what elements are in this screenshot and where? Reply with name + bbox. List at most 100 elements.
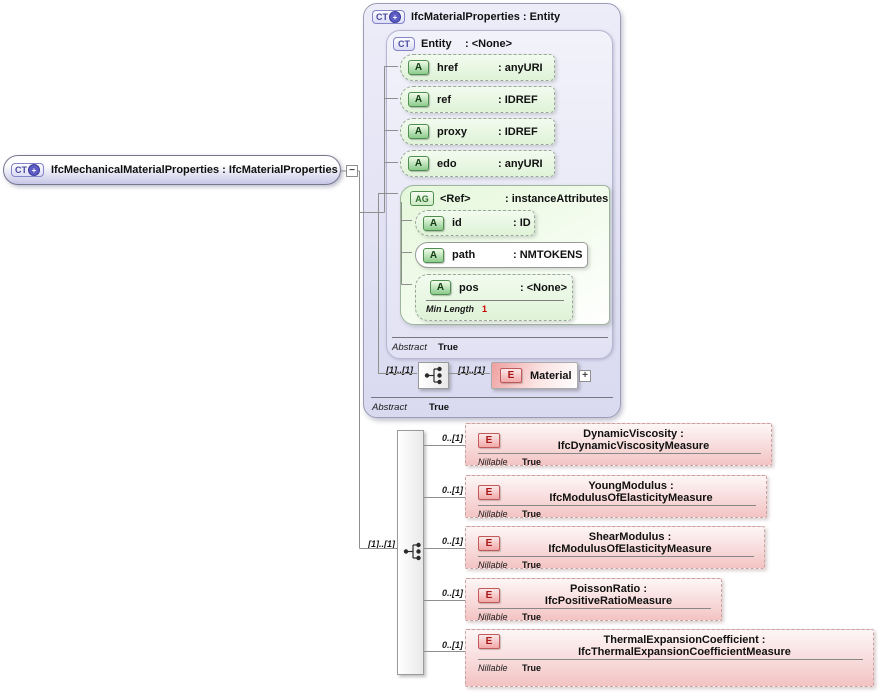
cardinality-label: 0..[1] bbox=[441, 433, 463, 443]
cardinality-label: [1]..[1] bbox=[386, 365, 413, 375]
attribute-badge-icon: A bbox=[408, 124, 429, 139]
cardinality-label: 0..[1] bbox=[441, 536, 463, 546]
attribute-type: : <None> bbox=[520, 281, 568, 294]
attribute-name: href bbox=[437, 61, 458, 74]
root-complextype-box[interactable]: CT + IfcMechanicalMaterialProperties : I… bbox=[3, 155, 341, 185]
plus-badge-icon: + bbox=[28, 164, 40, 176]
group-name: <Ref> bbox=[440, 192, 471, 205]
attribute-box-href[interactable]: A href : anyURI bbox=[400, 54, 555, 81]
expand-icon[interactable]: + bbox=[579, 370, 591, 382]
nillable-value: True bbox=[522, 560, 542, 570]
entity-footer-separator bbox=[392, 337, 608, 338]
attribute-box-proxy[interactable]: A proxy : IDREF bbox=[400, 118, 555, 145]
attribute-badge-icon: A bbox=[408, 60, 429, 75]
badge-label: CT bbox=[15, 165, 27, 175]
attribute-name: edo bbox=[437, 157, 457, 170]
cardinality-label: 0..[1] bbox=[441, 588, 463, 598]
attribute-name: path bbox=[452, 249, 476, 261]
element-box-dynamicviscosity[interactable]: E DynamicViscosity : IfcDynamicViscosity… bbox=[465, 423, 772, 467]
attribute-type: : anyURI bbox=[498, 157, 543, 170]
badge-label: CT bbox=[376, 12, 388, 22]
attribute-group-box[interactable]: AG <Ref> : instanceAttributes A id : ID … bbox=[400, 185, 610, 325]
nillable-value: True bbox=[522, 457, 542, 467]
nillable-value: True bbox=[522, 663, 542, 673]
element-badge-icon: E bbox=[478, 432, 500, 448]
panel-header: CT + IfcMaterialProperties : Entity bbox=[372, 10, 560, 24]
sequence-bar[interactable] bbox=[397, 430, 424, 675]
element-title: ThermalExpansionCoefficient : IfcThermal… bbox=[578, 634, 791, 658]
materialproperties-panel: CT + IfcMaterialProperties : Entity CT E… bbox=[363, 3, 621, 418]
entity-type: : <None> bbox=[465, 38, 513, 50]
cardinality-label: 0..[1] bbox=[441, 640, 463, 650]
attribute-type: : IDREF bbox=[498, 125, 538, 138]
nillable-label: Nillable bbox=[478, 663, 508, 673]
cardinality-label: [1]..[1] bbox=[368, 539, 395, 549]
attribute-box-edo[interactable]: A edo : anyURI bbox=[400, 150, 555, 177]
element-separator bbox=[478, 556, 754, 557]
panel-title: IfcMaterialProperties : Entity bbox=[411, 11, 561, 23]
abstract-value: True bbox=[438, 342, 459, 353]
nillable-label: Nillable bbox=[478, 509, 508, 519]
sequence-icon[interactable] bbox=[418, 362, 449, 389]
attribute-badge-icon: A bbox=[408, 92, 429, 107]
element-box-shearmodulus[interactable]: E ShearModulus : IfcModulusOfElasticityM… bbox=[465, 526, 765, 570]
collapse-icon[interactable]: − bbox=[346, 165, 358, 177]
element-name: Material bbox=[530, 369, 572, 382]
nillable-row: Nillable True bbox=[478, 509, 766, 519]
attribute-badge-icon: A bbox=[423, 215, 444, 231]
nillable-label: Nillable bbox=[478, 560, 508, 570]
entity-abstract-row: Abstract True bbox=[392, 342, 458, 353]
element-box-thermalexpansioncoefficient[interactable]: E ThermalExpansionCoefficient : IfcTherm… bbox=[465, 629, 874, 687]
entity-panel: CT Entity : <None> A href : anyURI A ref… bbox=[386, 30, 613, 359]
element-separator bbox=[478, 505, 756, 506]
complextype-badge-icon: CT + bbox=[372, 10, 405, 24]
nillable-label: Nillable bbox=[478, 457, 508, 467]
element-badge-icon: E bbox=[500, 368, 522, 383]
nillable-value: True bbox=[522, 509, 542, 519]
attribute-badge-icon: A bbox=[408, 156, 429, 171]
abstract-label: Abstract bbox=[392, 342, 427, 353]
group-type: : instanceAttributes bbox=[505, 192, 609, 205]
attribute-type: : IDREF bbox=[498, 93, 538, 106]
nillable-row: Nillable True bbox=[478, 663, 873, 673]
element-title: PoissonRatio : IfcPositiveRatioMeasure bbox=[544, 583, 673, 607]
attribute-badge-icon: A bbox=[430, 280, 451, 295]
facet-row: Min Length 1 bbox=[416, 304, 572, 314]
plus-badge-icon: + bbox=[389, 11, 401, 23]
attribute-type: : ID bbox=[513, 217, 531, 229]
attribute-name: ref bbox=[437, 93, 452, 106]
cardinality-label: 0..[1] bbox=[441, 485, 463, 495]
complextype-badge-icon: CT + bbox=[11, 163, 44, 177]
element-title: YoungModulus : IfcModulusOfElasticityMea… bbox=[549, 480, 713, 504]
element-badge-icon: E bbox=[478, 535, 500, 551]
element-box-poissonratio[interactable]: E PoissonRatio : IfcPositiveRatioMeasure… bbox=[465, 578, 722, 622]
facet-value: 1 bbox=[482, 304, 488, 314]
panel-abstract-row: Abstract True bbox=[372, 402, 449, 413]
element-box-material[interactable]: E Material bbox=[491, 362, 578, 389]
nillable-row: Nillable True bbox=[478, 612, 721, 622]
facet-separator bbox=[426, 300, 564, 301]
element-badge-icon: E bbox=[478, 587, 500, 603]
panel-footer-separator bbox=[371, 397, 613, 398]
element-title: DynamicViscosity : IfcDynamicViscosityMe… bbox=[557, 428, 710, 452]
nillable-row: Nillable True bbox=[478, 560, 764, 570]
attribute-type: : anyURI bbox=[498, 61, 543, 74]
facet-label: Min Length bbox=[426, 304, 474, 314]
entity-header: CT Entity : <None> bbox=[393, 37, 512, 51]
element-title: ShearModulus : IfcModulusOfElasticityMea… bbox=[548, 531, 712, 555]
attribute-name: pos bbox=[459, 281, 479, 294]
abstract-label: Abstract bbox=[372, 402, 407, 413]
element-separator bbox=[478, 608, 711, 609]
root-box-title: IfcMechanicalMaterialProperties : IfcMat… bbox=[51, 164, 338, 176]
element-box-youngmodulus[interactable]: E YoungModulus : IfcModulusOfElasticityM… bbox=[465, 475, 767, 519]
entity-name: Entity bbox=[421, 38, 452, 50]
attribute-badge-icon: A bbox=[423, 247, 444, 263]
attribute-box-pos[interactable]: A pos : <None> Min Length 1 bbox=[415, 274, 573, 321]
attribute-box-ref[interactable]: A ref : IDREF bbox=[400, 86, 555, 113]
nillable-value: True bbox=[522, 612, 542, 622]
ct-badge-icon: CT bbox=[393, 37, 415, 51]
attribute-type: : NMTOKENS bbox=[513, 249, 583, 261]
attribute-box-path[interactable]: A path : NMTOKENS bbox=[415, 242, 588, 268]
attribute-box-id[interactable]: A id : ID bbox=[415, 210, 535, 236]
